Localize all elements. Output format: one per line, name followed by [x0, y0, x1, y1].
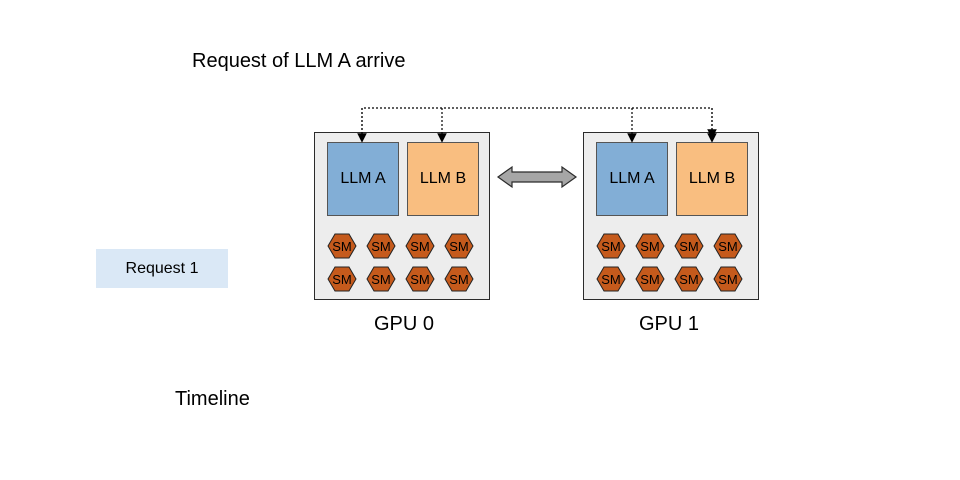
request-box: Request 1 — [96, 249, 228, 288]
gpu-0-sm-0-label: SM — [332, 238, 352, 254]
gpu-0-sm-4-label: SM — [332, 271, 352, 287]
gpu-0-sm-6: SM — [405, 266, 435, 292]
gpu-1-sm-4: SM — [596, 266, 626, 292]
gpu-0-label: GPU 0 — [374, 313, 435, 335]
gpu-1-llm-b-label: LLM B — [688, 170, 736, 187]
gpu-1-label: GPU 1 — [639, 313, 700, 335]
gpu-0-llm-b: LLM B — [407, 142, 479, 216]
gpu-0-sm-7-label: SM — [449, 271, 469, 287]
gpu-1-sm-1-label: SM — [640, 238, 660, 254]
timeline-label: Timeline — [175, 388, 250, 410]
gpu-0-llm-a: LLM A — [327, 142, 399, 216]
gpu-1-sm-2-label: SM — [679, 238, 699, 254]
gpu-0-sm-6-label: SM — [410, 271, 430, 287]
gpu-1-sm-0-label: SM — [601, 238, 621, 254]
gpu-1-sm-7-label: SM — [718, 271, 738, 287]
gpu-1-sm-5: SM — [635, 266, 665, 292]
dotted-bus-line — [361, 107, 717, 139]
gpu-1-sm-3-label: SM — [718, 238, 738, 254]
gpu-1-sm-3: SM — [713, 233, 743, 259]
gpu-1-llm-b: LLM B — [676, 142, 748, 216]
gpu-1-sm-5-label: SM — [640, 271, 660, 287]
gpu-0-sm-0: SM — [327, 233, 357, 259]
gpu-1-sm-4-label: SM — [601, 271, 621, 287]
gpu-0-llm-a-label: LLM A — [340, 170, 386, 187]
gpu-1-sm-1: SM — [635, 233, 665, 259]
gpu-1-box: LLM A LLM B SM SM SM SM SM SM SM SM — [583, 132, 759, 300]
gpu-1-sm-6: SM — [674, 266, 704, 292]
gpu-1-sm-grid: SM SM SM SM SM SM SM SM — [596, 233, 746, 297]
gpu-0-sm-grid: SM SM SM SM SM SM SM SM — [327, 233, 477, 297]
gpu-0-sm-2-label: SM — [410, 238, 430, 254]
gpu-0-sm-1: SM — [366, 233, 396, 259]
gpu-0-sm-3-label: SM — [449, 238, 469, 254]
request-label: Request 1 — [125, 259, 199, 277]
gpu-0-sm-1-label: SM — [371, 238, 391, 254]
gpu-0-llm-b-label: LLM B — [419, 170, 467, 187]
gpu-1-sm-6-label: SM — [679, 271, 699, 287]
gpu-1-llm-a: LLM A — [596, 142, 668, 216]
gpu-1-llm-a-label: LLM A — [609, 170, 655, 187]
gpu-1-sm-2: SM — [674, 233, 704, 259]
gpu-0-box: LLM A LLM B SM SM SM SM SM SM SM SM — [314, 132, 490, 300]
gpu-0-sm-7: SM — [444, 266, 474, 292]
gpu-0-sm-3: SM — [444, 233, 474, 259]
gpu-0-sm-5: SM — [366, 266, 396, 292]
gpu-1-sm-0: SM — [596, 233, 626, 259]
gpu-0-sm-2: SM — [405, 233, 435, 259]
gpu-0-sm-5-label: SM — [371, 271, 391, 287]
gpu-0-sm-4: SM — [327, 266, 357, 292]
gpu-1-sm-7: SM — [713, 266, 743, 292]
diagram-title: Request of LLM A arrive — [192, 50, 406, 72]
gpu-link-arrow — [496, 165, 578, 189]
